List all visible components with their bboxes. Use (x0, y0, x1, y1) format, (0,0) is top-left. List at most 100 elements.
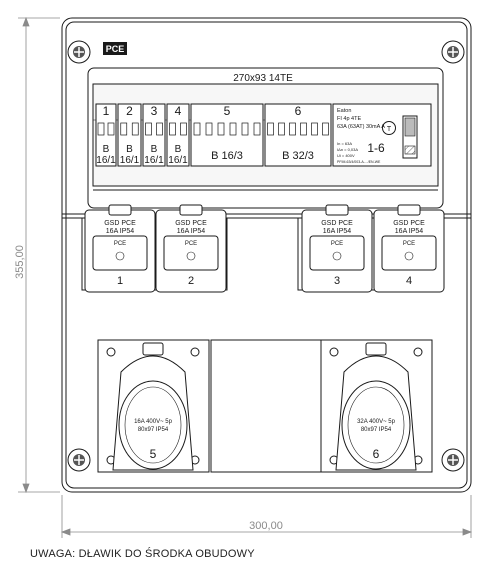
breaker-toggle (241, 122, 249, 136)
breaker-toggle (217, 122, 225, 136)
rcd-model: FI 4p 4TE (337, 116, 361, 122)
socket-lid-hinge (397, 204, 421, 216)
socket-panel-6 (320, 339, 433, 473)
breaker-toggle (311, 122, 318, 136)
mounting-screw (413, 347, 423, 357)
breaker-rating: B 32/3 (282, 150, 314, 162)
breaker-number: 1 (103, 104, 110, 118)
height-dimension-label: 355,00 (14, 245, 26, 279)
height-dimension (18, 16, 60, 494)
breaker-toggle (156, 122, 163, 136)
socket-number: 3 (334, 275, 340, 287)
breaker-6: 6B 32/3 (264, 103, 332, 167)
breaker-toggle (145, 122, 152, 136)
breaker-number: 3 (151, 104, 158, 118)
mounting-screw (329, 347, 339, 357)
socket-rating: 16A IP54 (323, 228, 352, 235)
socket-brand-label: GSD PCE (104, 220, 136, 227)
socket-face-inner (347, 386, 405, 464)
screw-bottom-left (67, 448, 91, 472)
breaker-body (166, 103, 190, 167)
breaker-toggle (180, 122, 187, 136)
breaker-5: 5B 16/3 (190, 103, 264, 167)
socket-cover (92, 235, 148, 271)
rcd-spec-4: PFIM-63/4/003-A-.../EN-WE (337, 160, 381, 164)
rcd-test-button (382, 121, 396, 135)
breaker-toggle (229, 122, 237, 136)
breaker-rating-type: B (103, 144, 110, 155)
mounting-screw (106, 347, 116, 357)
width-dimension (60, 495, 473, 538)
breaker-rating-value: 16/1 (168, 155, 188, 166)
socket-lid-hinge (325, 204, 349, 216)
rcd-module: Eaton FI 4p 4TE 63A (63AT) 30mA A In = 6… (332, 103, 432, 167)
breaker-body (190, 103, 264, 167)
socket-brand-label: GSD PCE (321, 220, 353, 227)
breaker-rating-value: 16/1 (96, 155, 116, 166)
rcd-brand: Eaton (337, 108, 351, 114)
breaker-toggle (193, 122, 201, 136)
breaker-rating-type: B (151, 144, 158, 155)
breaker-toggle (120, 122, 128, 136)
screw-bottom-right (441, 448, 465, 472)
breaker-body (117, 103, 142, 167)
socket-rating: 16A IP54 (177, 228, 206, 235)
rcd-spec-3: Ui = 400V (337, 153, 355, 158)
logo-box (103, 42, 127, 55)
socket-cover (309, 235, 365, 271)
breaker-number: 5 (224, 104, 231, 118)
socket-logo: PCE (403, 241, 415, 247)
installation-note: UWAGA: DŁAWIK DO ŚRODKA OBUDOWY (30, 548, 255, 560)
breaker-toggle (169, 122, 176, 136)
logo: PCE (106, 44, 125, 54)
breaker-body (95, 103, 117, 167)
screw-top-left (67, 40, 91, 64)
socket-earth-pin (332, 251, 342, 261)
breaker-toggle (97, 122, 105, 136)
breaker-rating-type: B (175, 144, 182, 155)
socket-cover (163, 235, 219, 271)
breaker-number: 4 (175, 104, 182, 118)
socket-lid-latch (142, 342, 164, 356)
width-dimension-label: 300,00 (249, 520, 283, 532)
breaker-toggle (205, 122, 213, 136)
socket-logo: PCE (331, 241, 343, 247)
breaker-toggle (253, 122, 261, 136)
breaker-toggle (300, 122, 307, 136)
socket-rating: 16A IP54 (106, 228, 135, 235)
socket-face-inner (124, 386, 182, 464)
socket-earth-pin (186, 251, 196, 261)
breaker-toggle (289, 122, 296, 136)
socket-number: 6 (373, 447, 380, 461)
socket-brand-label: GSD PCE (175, 220, 207, 227)
breaker-rating-value: 16/1 (144, 155, 164, 166)
rcd-spec-1: In = 63A (337, 141, 352, 146)
mounting-screw (190, 347, 200, 357)
rcd-circuits: 1-6 (367, 141, 385, 155)
socket-lid-hinge (179, 204, 203, 216)
breaker-rating-type: B (126, 144, 133, 155)
rcd-lever (402, 115, 418, 159)
socket-earth-pin (404, 251, 414, 261)
socket-number: 5 (150, 447, 157, 461)
socket-face (118, 380, 188, 470)
socket-logo: PCE (114, 241, 126, 247)
socket-lid-hinge (108, 204, 132, 216)
socket-panel-5 (97, 339, 210, 473)
socket-number: 4 (406, 275, 412, 287)
socket-cover (381, 235, 437, 271)
rail-label: 270x93 14TE (233, 73, 293, 84)
